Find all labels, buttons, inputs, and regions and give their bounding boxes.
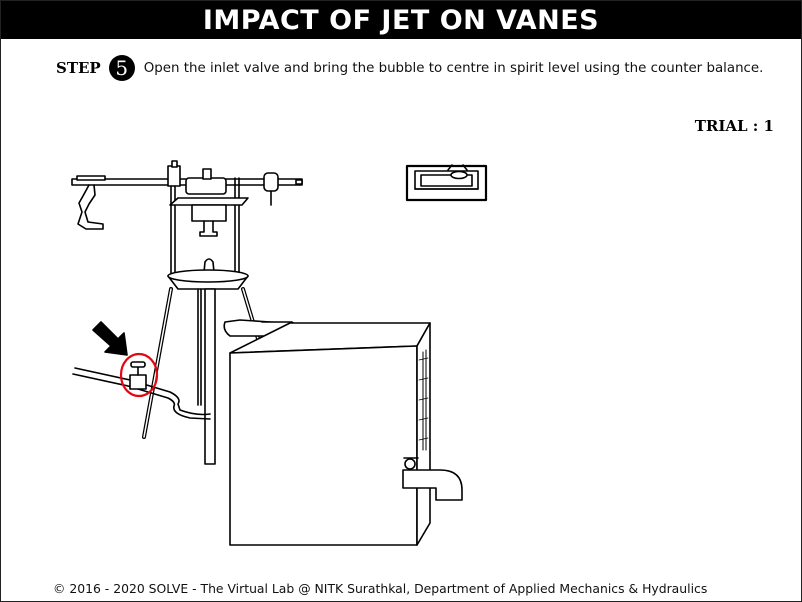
arrow-down-right-icon <box>92 321 128 356</box>
vane-frame <box>169 168 249 276</box>
step-label: STEP <box>56 59 101 77</box>
footer-copyright: © 2016 - 2020 SOLVE - The Virtual Lab @ … <box>53 581 708 596</box>
spirit-level-icon <box>405 164 488 202</box>
step-instruction: STEP 5 Open the inlet valve and bring th… <box>56 54 763 82</box>
inlet-valve-highlight <box>119 352 159 398</box>
supply-pipe <box>72 367 211 420</box>
page-title: IMPACT OF JET ON VANES <box>1 1 801 39</box>
lever-arm <box>71 160 303 230</box>
inlet-valve[interactable] <box>129 361 147 390</box>
counter-balance-weight[interactable] <box>263 172 303 206</box>
trial-indicator: TRIAL : 1 <box>694 117 774 135</box>
step-text: Open the inlet valve and bring the bubbl… <box>143 60 764 76</box>
collecting-tank <box>229 322 463 546</box>
step-number-badge: 5 <box>108 55 135 81</box>
